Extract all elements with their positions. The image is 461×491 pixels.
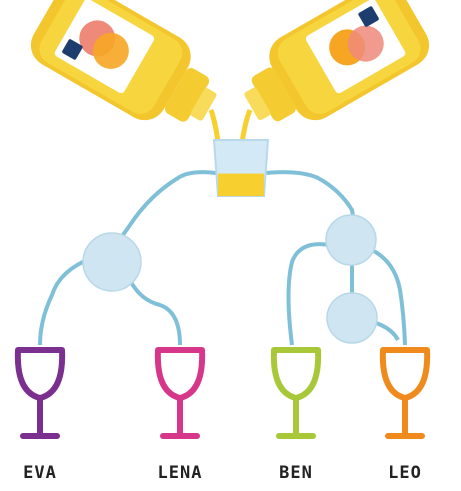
person-name-label: EVA bbox=[23, 463, 57, 483]
person-name-label: LENA bbox=[158, 463, 203, 483]
tube-right-ben bbox=[289, 244, 331, 345]
wine-glass-icon bbox=[158, 350, 202, 436]
tube-left-lena bbox=[130, 280, 180, 345]
glass-icon bbox=[214, 140, 268, 196]
tube-glass-right bbox=[265, 172, 354, 222]
glass-juice-level bbox=[218, 174, 264, 196]
person-name-label: BEN bbox=[279, 463, 313, 483]
tube-glass-left bbox=[118, 172, 216, 242]
splitter-node-icon bbox=[326, 215, 376, 265]
wine-glass-row bbox=[18, 350, 427, 436]
splitter-node-icon bbox=[327, 293, 377, 343]
wine-glass-icon bbox=[18, 350, 62, 436]
splitter-node-icon bbox=[83, 233, 141, 291]
name-label-row: EVA LENA BEN LEO bbox=[23, 463, 422, 483]
wine-glass-icon bbox=[383, 350, 427, 436]
person-name-label: LEO bbox=[388, 463, 422, 483]
juice-bottle-icon bbox=[228, 0, 437, 147]
splitter-nodes bbox=[83, 215, 377, 343]
wine-glass-icon bbox=[274, 350, 318, 436]
juice-bottle-icon bbox=[23, 0, 233, 148]
